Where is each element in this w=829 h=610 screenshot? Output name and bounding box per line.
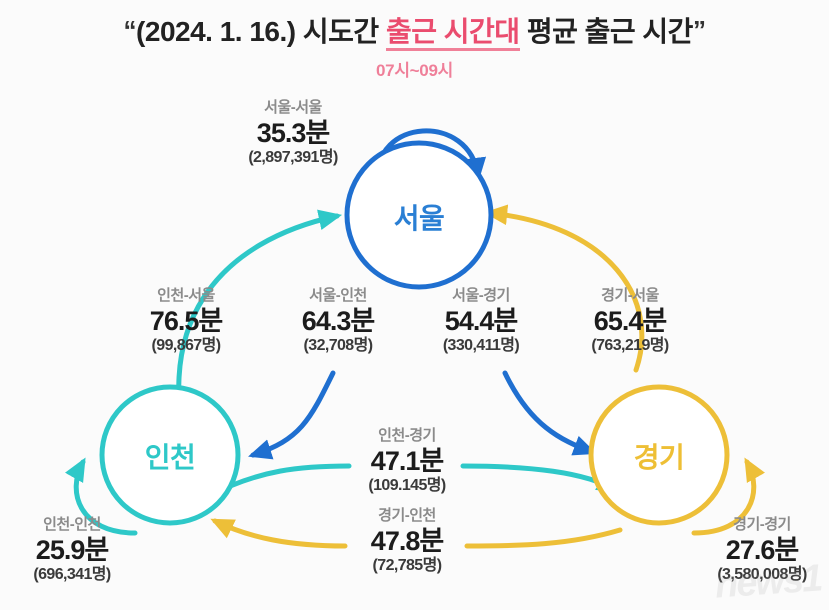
page-title: “(2024. 1. 16.) 시도간 출근 시간대 평균 출근 시간” — [0, 14, 829, 51]
node-circle-incheon[interactable] — [99, 384, 241, 526]
flow-route-incheon-incheon: 인천-인천 — [43, 516, 101, 533]
flow-count-gyeonggi-seoul: (763,219명) — [591, 337, 669, 355]
flow-route-gyeonggi-seoul: 경기-서울 — [601, 287, 659, 304]
node-circle-seoul[interactable] — [344, 140, 494, 290]
flow-label-incheon-incheon: 인천-인천 25.9분 (696,341명) — [33, 516, 111, 584]
title-block: “(2024. 1. 16.) 시도간 출근 시간대 평균 출근 시간” 07시… — [0, 14, 829, 81]
flow-label-gyeonggi-incheon: 경기-인천 47.8분 (72,785명) — [370, 507, 444, 575]
flow-arrow-seoul-gyeonggi — [502, 370, 597, 456]
flow-time-seoul-seoul: 35.3분 — [256, 117, 330, 148]
flow-count-gyeonggi-incheon: (72,785명) — [372, 557, 443, 575]
flow-label-seoul-gyeonggi: 서울-경기 54.4분 (330,411명) — [442, 287, 520, 355]
quote-open: “ — [123, 15, 137, 45]
flow-time-incheon-incheon: 25.9분 — [35, 534, 109, 565]
flow-arrow-gyeonggi-seoul — [483, 204, 645, 373]
title-suffix: 평균 출근 시간 — [526, 16, 694, 47]
title-highlight: 출근 시간대 — [385, 16, 520, 51]
flow-label-seoul-incheon: 서울-인천 64.3분 (32,708명) — [301, 287, 375, 355]
flow-count-incheon-gyeonggi: (109.145명) — [368, 477, 446, 495]
flow-time-gyeonggi-gyeonggi: 27.6분 — [725, 534, 799, 565]
flow-arrow-seoul-incheon — [248, 370, 336, 460]
flow-route-seoul-gyeonggi: 서울-경기 — [452, 287, 510, 304]
flow-label-gyeonggi-gyeonggi: 경기-경기 27.6분 (3,580,008명) — [717, 516, 807, 584]
flow-time-seoul-incheon: 64.3분 — [301, 305, 375, 336]
quote-close: ” — [692, 15, 706, 45]
flow-label-incheon-gyeonggi: 인천-경기 47.1분 (109.145명) — [368, 427, 446, 495]
flow-count-incheon-seoul: (99,867명) — [151, 337, 222, 355]
flow-time-incheon-gyeonggi: 47.1분 — [370, 445, 444, 476]
flow-count-seoul-incheon: (32,708명) — [303, 337, 374, 355]
node-label-gyeonggi: 경기 — [633, 442, 685, 473]
flow-route-seoul-incheon: 서울-인천 — [309, 287, 367, 304]
flow-time-seoul-gyeonggi: 54.4분 — [444, 305, 518, 336]
flow-count-seoul-seoul: (2,897,391명) — [248, 149, 338, 167]
node-label-seoul: 서울 — [393, 203, 445, 234]
flow-route-gyeonggi-gyeonggi: 경기-경기 — [733, 516, 791, 533]
flow-time-gyeonggi-incheon: 47.8분 — [370, 525, 444, 556]
subtitle: 07시~09시 — [376, 61, 453, 80]
flow-arrow-gyeonggi-incheon-right — [464, 527, 623, 549]
flow-arrow-gyeonggi-incheon-left — [210, 518, 348, 549]
flow-arrow-incheon-incheon — [64, 457, 138, 536]
flow-label-incheon-seoul: 인천-서울 76.5분 (99,867명) — [149, 287, 223, 355]
flow-time-gyeonggi-seoul: 65.4분 — [593, 305, 667, 336]
node-circle-gyeonggi[interactable] — [588, 384, 730, 526]
flow-route-incheon-gyeonggi: 인천-경기 — [378, 427, 436, 444]
flow-label-seoul-seoul: 서울-서울 35.3분 (2,897,391명) — [248, 99, 338, 167]
flow-count-seoul-gyeonggi: (330,411명) — [442, 337, 520, 355]
title-date-prefix: (2024. 1. 16.) 시도간 — [136, 16, 379, 47]
flow-route-incheon-seoul: 인천-서울 — [157, 287, 215, 304]
flow-arrow-gyeonggi-gyeonggi — [691, 457, 766, 536]
flow-route-gyeonggi-incheon: 경기-인천 — [378, 507, 436, 524]
flow-count-incheon-incheon: (696,341명) — [33, 566, 111, 584]
flow-time-incheon-seoul: 76.5분 — [149, 305, 223, 336]
flow-label-gyeonggi-seoul: 경기-서울 65.4분 (763,219명) — [591, 287, 669, 355]
flow-count-gyeonggi-gyeonggi: (3,580,008명) — [717, 566, 807, 584]
node-label-incheon: 인천 — [144, 442, 196, 473]
flow-route-seoul-seoul: 서울-서울 — [264, 99, 322, 116]
